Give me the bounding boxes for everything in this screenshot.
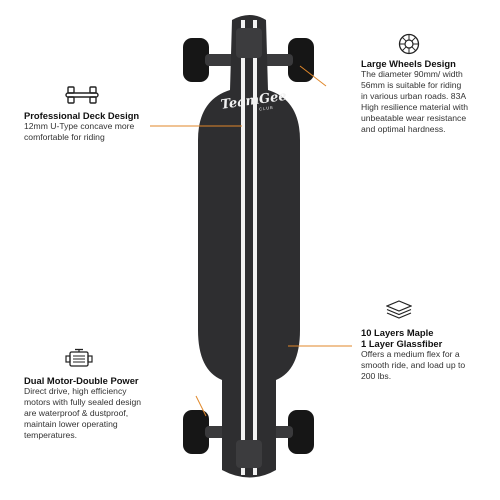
motor-feature-body: Direct drive, high efficiency motors wit… [24,386,142,440]
deck-feature-title: Professional Deck Design [24,110,140,121]
wheels-feature: Large Wheels Design The diameter 90mm/ w… [361,58,497,135]
motor-feature-title: Dual Motor-Double Power [24,375,139,386]
deck-feature: Professional Deck Design 12mm U-Type con… [24,110,204,143]
layers-feature: 10 Layers Maple 1 Layer Glassfiber Offer… [361,327,497,382]
motor-leader-line [195,395,207,417]
layers-feature-title-2: 1 Layer Glassfiber [361,338,443,349]
layers-icon [386,300,412,319]
rear-mount [236,440,262,468]
front-left-wheel [183,38,209,82]
deck-feature-body: 12mm U-Type concave more comfortable for… [24,121,135,142]
rear-right-wheel [288,410,314,454]
deck-stripe-left [241,20,245,475]
layers-feature-body: Offers a medium flex for a smooth ride, … [361,349,466,381]
deck [198,15,300,478]
deck-icon [65,86,99,104]
motor-icon [65,348,93,367]
wheel-icon [398,33,420,55]
wheels-feature-title: Large Wheels Design [361,58,456,69]
deck-stripe-right [253,20,257,475]
front-mount [236,28,262,58]
layers-feature-title-1: 10 Layers Maple [361,327,434,338]
front-right-wheel [288,38,314,82]
wheels-feature-body: The diameter 90mm/ width 56mm is suitabl… [361,69,468,134]
rear-left-wheel [183,410,209,454]
wheels-leader-line [299,65,327,87]
motor-feature: Dual Motor-Double Power Direct drive, hi… [24,375,199,441]
